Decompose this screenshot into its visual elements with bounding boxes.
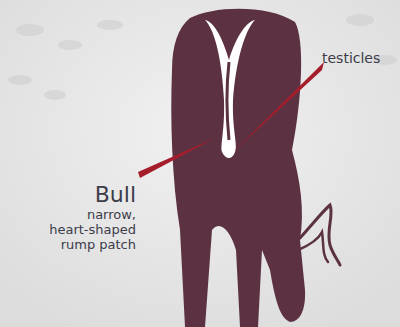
- feature-note: narrow, heart-shaped rump patch: [44, 208, 136, 253]
- leader-line: [233, 62, 324, 152]
- leader-line: [138, 138, 215, 178]
- antelope-silhouette: [171, 9, 340, 327]
- part-label: testicles: [322, 50, 400, 66]
- subject-title: Bull: [16, 182, 136, 207]
- rump-patch: [205, 20, 255, 158]
